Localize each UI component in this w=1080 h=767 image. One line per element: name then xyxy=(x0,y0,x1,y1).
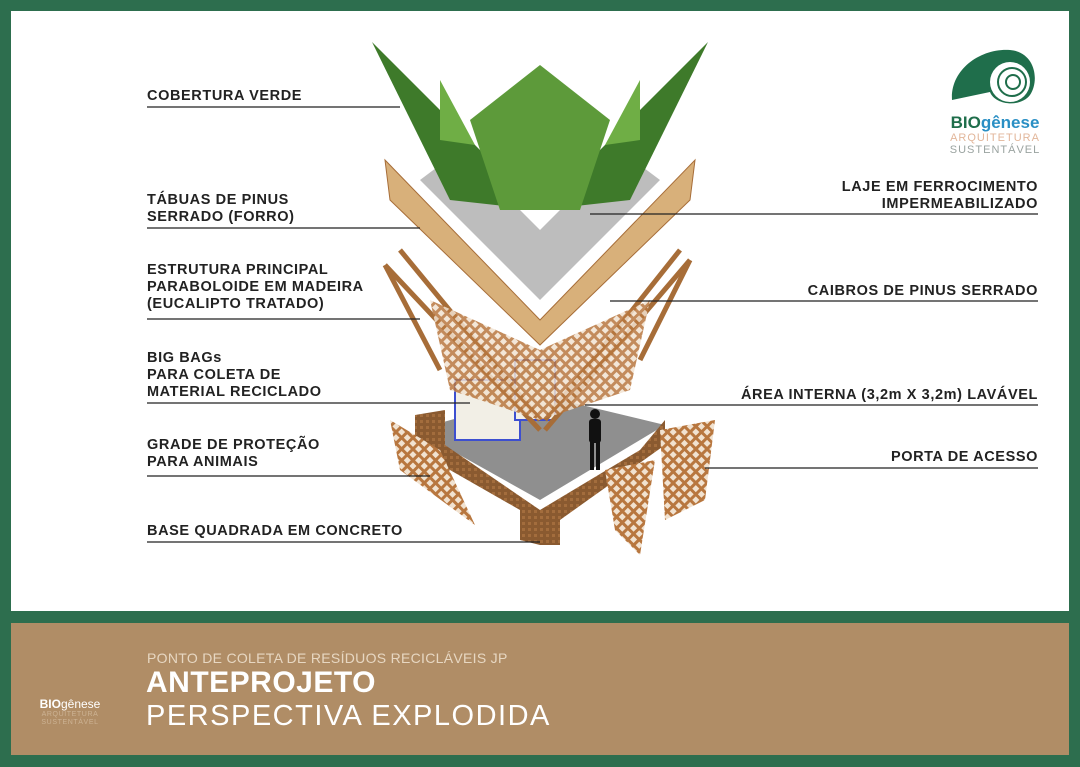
green-roof xyxy=(372,42,708,210)
label-internal-area: ÁREA INTERNA (3,2m X 3,2m) LAVÁVEL xyxy=(741,387,1038,404)
label-line: CAIBROS DE PINUS SERRADO xyxy=(807,283,1038,299)
label-line: PARABOLOIDE EM MADEIRA xyxy=(147,279,364,295)
label-line: IMPERMEABILIZADO xyxy=(881,196,1038,212)
footer-logo-brand-b: gênese xyxy=(60,697,101,711)
pine-boards-ceiling xyxy=(384,158,696,346)
leader-lines xyxy=(147,106,1038,543)
rafters-lattice xyxy=(430,300,650,420)
logo-brand-b: gênese xyxy=(980,113,1040,132)
label-animal-grid: GRADE DE PROTEÇÃO PARA ANIMAIS xyxy=(147,437,320,471)
label-line: COBERTURA VERDE xyxy=(147,88,303,104)
label-line: MATERIAL RECICLADO xyxy=(147,384,322,400)
label-line: ÁREA INTERNA (3,2m X 3,2m) LAVÁVEL xyxy=(740,387,1038,403)
label-green-roof: COBERTURA VERDE xyxy=(147,88,302,105)
label-line: GRADE DE PROTEÇÃO xyxy=(147,437,320,453)
label-line: TÁBUAS DE PINUS xyxy=(147,192,289,208)
logo-shell-icon xyxy=(951,49,1035,104)
drawing-caption: PERSPECTIVA EXPLODIDA xyxy=(146,700,551,732)
project-subtitle: PONTO DE COLETA DE RESÍDUOS RECICLÁVEIS … xyxy=(147,650,508,666)
animal-grid-right xyxy=(605,460,655,555)
footer-logo: BIOgênese ARQUITETURA SUSTENTÁVEL xyxy=(30,698,110,727)
label-line: SERRADO (FORRO) xyxy=(147,209,295,225)
label-line: PORTA DE ACESSO xyxy=(890,449,1038,465)
label-line: BASE QUADRADA EM CONCRETO xyxy=(147,523,403,539)
label-main-structure: ESTRUTURA PRINCIPAL PARABOLOIDE EM MADEI… xyxy=(147,262,364,313)
footer-logo-line2: SUSTENTÁVEL xyxy=(41,719,99,726)
access-door xyxy=(660,420,715,520)
label-ferrocement-slab: LAJE EM FERROCIMENTO IMPERMEABILIZADO xyxy=(842,179,1038,213)
footer-logo-brand-a: BIO xyxy=(39,697,61,711)
brand-logo: BIOgênese ARQUITETURA SUSTENTÁVEL xyxy=(940,112,1050,157)
label-line: ESTRUTURA PRINCIPAL xyxy=(147,262,329,278)
label-line: PARA ANIMAIS xyxy=(147,454,259,470)
logo-line1: ARQUITETURA xyxy=(950,132,1040,144)
logo-brand: BIOgênese xyxy=(940,114,1050,132)
label-rafters: CAIBROS DE PINUS SERRADO xyxy=(808,283,1038,300)
label-concrete-base: BASE QUADRADA EM CONCRETO xyxy=(147,523,403,540)
project-title: ANTEPROJETO xyxy=(146,666,376,699)
person-silhouette xyxy=(589,409,601,470)
label-line: PARA COLETA DE xyxy=(147,367,282,383)
animal-grid-left xyxy=(390,420,475,525)
label-line: (EUCALIPTO TRATADO) xyxy=(147,296,325,312)
label-access-door: PORTA DE ACESSO xyxy=(891,449,1038,466)
label-big-bags: BIG BAGs PARA COLETA DE MATERIAL RECICLA… xyxy=(147,350,322,401)
logo-line2: SUSTENTÁVEL xyxy=(949,144,1041,156)
label-line: LAJE EM FERROCIMENTO xyxy=(841,179,1038,195)
label-pine-boards: TÁBUAS DE PINUS SERRADO (FORRO) xyxy=(147,192,295,226)
label-line: BIG BAGs xyxy=(147,350,222,366)
logo-brand-a: BIO xyxy=(950,113,981,132)
title-block xyxy=(11,623,1069,755)
footer-logo-line1: ARQUITETURA xyxy=(41,711,99,718)
